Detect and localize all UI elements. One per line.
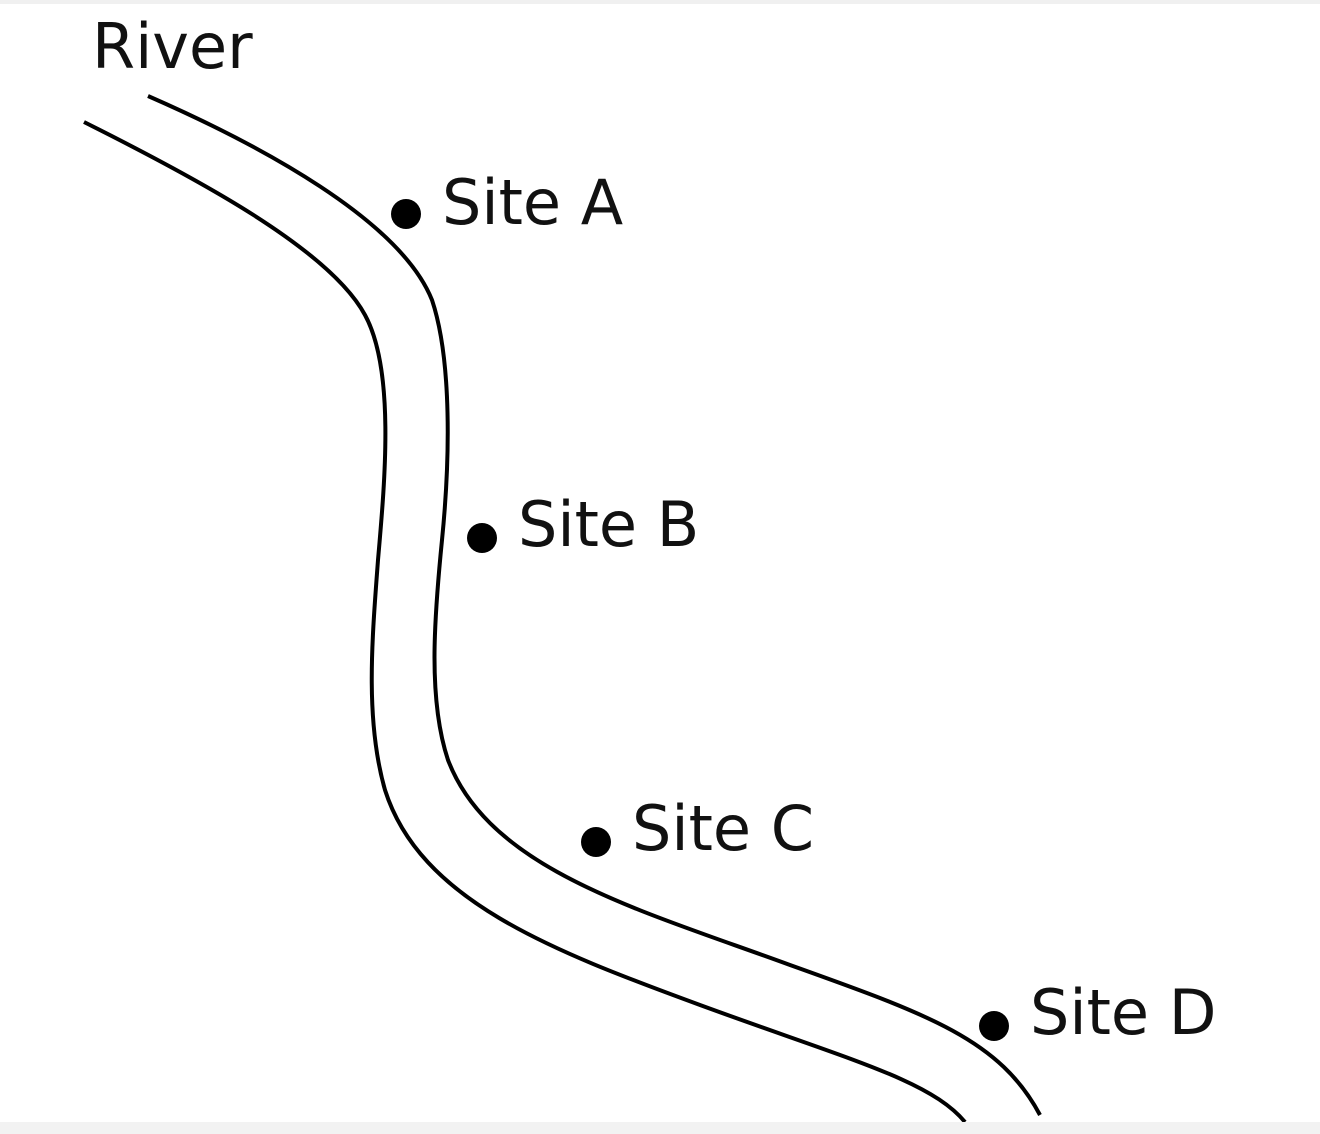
river-bank-right	[147, 94, 1042, 1116]
river-label: River	[92, 10, 253, 83]
site-c: Site C	[581, 792, 814, 865]
site-a: Site A	[391, 166, 623, 239]
river-bank-left	[83, 120, 967, 1124]
site-b-label: Site B	[518, 488, 699, 561]
bottom-border	[0, 1122, 1320, 1134]
site-c-marker	[581, 827, 611, 857]
top-border	[0, 0, 1320, 4]
site-b: Site B	[467, 488, 699, 561]
site-a-label: Site A	[442, 166, 623, 239]
site-a-marker	[391, 199, 421, 229]
site-d-marker	[979, 1011, 1009, 1041]
site-d: Site D	[979, 976, 1216, 1049]
site-b-marker	[467, 523, 497, 553]
site-c-label: Site C	[632, 792, 814, 865]
site-d-label: Site D	[1030, 976, 1216, 1049]
